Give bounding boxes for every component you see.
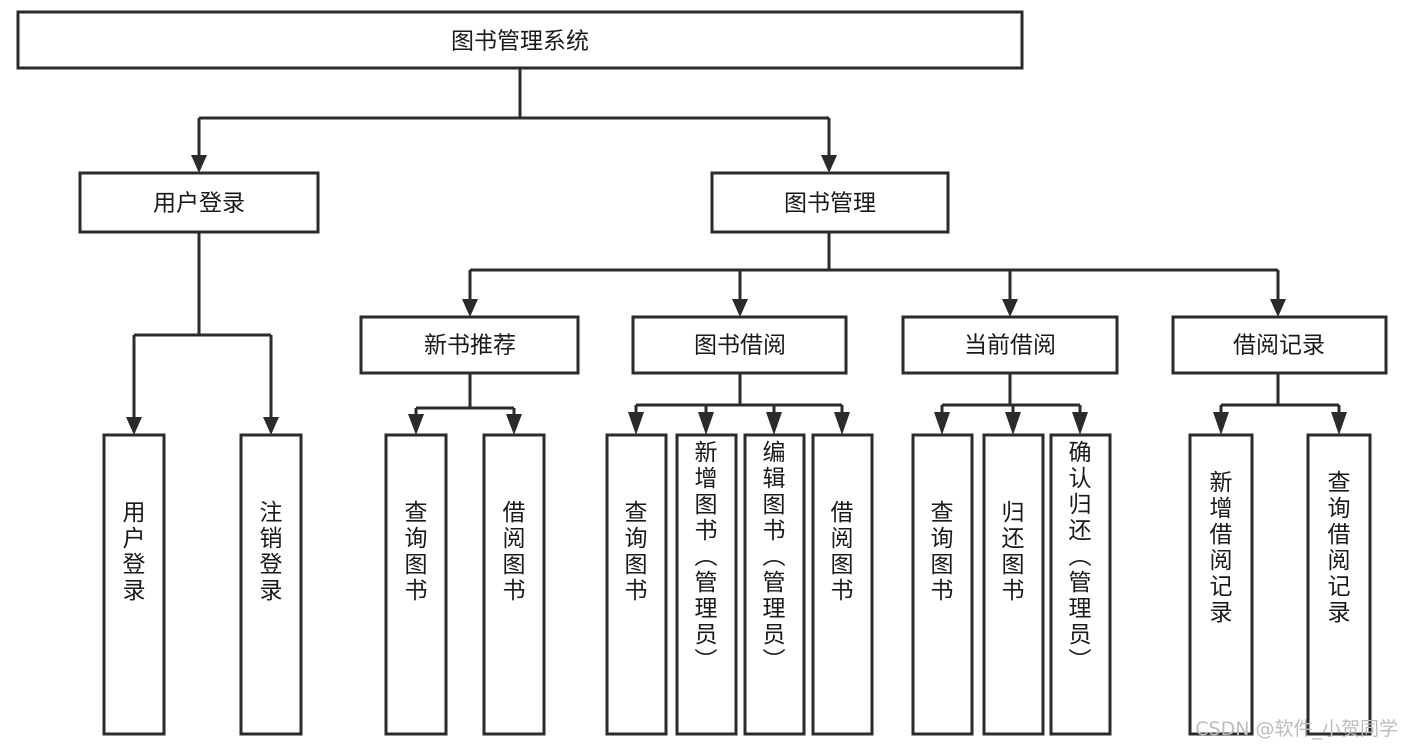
arrowhead-leaf-borrow-book-1 bbox=[506, 414, 522, 435]
node-book-manage[interactable]: 图书管理 bbox=[710, 171, 950, 234]
node-leaf-borrow-book-1-label: 借阅图书 bbox=[503, 500, 526, 604]
node-leaf-confirm-return-label: 确认归还︵管理员︶ bbox=[1069, 440, 1092, 674]
node-leaf-user-login-box[interactable] bbox=[102, 433, 166, 736]
node-leaf-user-logout-label: 注销登录 bbox=[260, 500, 283, 604]
node-book-manage-box[interactable] bbox=[710, 171, 950, 234]
node-current-borrow[interactable]: 当前借阅 bbox=[901, 315, 1119, 375]
node-leaf-return-book-label: 归还图书 bbox=[1002, 500, 1025, 604]
node-book-borrow-box[interactable] bbox=[631, 315, 848, 375]
arrowhead-leaf-query-book-3 bbox=[934, 412, 950, 435]
node-leaf-edit-book[interactable]: 编辑图书︵管理员︶ bbox=[743, 433, 806, 736]
node-leaf-add-book-label: 新增图书︵管理员︶ bbox=[695, 440, 718, 674]
node-new-book-recommend-label: 新书推荐 bbox=[424, 333, 516, 359]
node-leaf-user-logout[interactable]: 注销登录 bbox=[239, 433, 303, 736]
node-leaf-user-logout-box[interactable] bbox=[239, 433, 303, 736]
node-leaf-borrow-book-2[interactable]: 借阅图书 bbox=[811, 433, 874, 736]
node-borrow-record-label: 借阅记录 bbox=[1233, 333, 1325, 359]
node-leaf-query-book-1[interactable]: 查询图书 bbox=[384, 433, 448, 736]
node-leaf-add-record-label: 新增借阅记录 bbox=[1210, 470, 1233, 626]
node-leaf-query-book-3-label: 查询图书 bbox=[931, 500, 954, 604]
node-leaf-query-book-2[interactable]: 查询图书 bbox=[605, 433, 668, 736]
node-leaf-return-book[interactable]: 归还图书 bbox=[982, 433, 1045, 736]
arrowhead-leaf-add-book bbox=[698, 412, 714, 435]
arrowhead-leaf-borrow-book-2 bbox=[834, 412, 850, 435]
node-leaf-user-login-label: 用户登录 bbox=[123, 500, 146, 604]
node-user-login-box[interactable] bbox=[78, 171, 320, 234]
node-borrow-record-box[interactable] bbox=[1171, 315, 1388, 375]
arrowhead-leaf-query-book-1 bbox=[408, 414, 424, 435]
node-leaf-borrow-book-1[interactable]: 借阅图书 bbox=[482, 433, 546, 736]
node-leaf-query-book-3[interactable]: 查询图书 bbox=[911, 433, 974, 736]
arrowhead-leaf-query-book-2 bbox=[628, 412, 644, 435]
node-leaf-add-record[interactable]: 新增借阅记录 bbox=[1188, 433, 1254, 736]
node-root[interactable]: 图书管理系统 bbox=[16, 10, 1024, 70]
csdn-watermark: CSDN @软件_小贺同学 bbox=[1195, 718, 1398, 740]
arrowhead-leaf-user-logout bbox=[263, 417, 279, 435]
node-leaf-confirm-return-box[interactable] bbox=[1049, 433, 1112, 736]
arrowhead-leaf-user-login bbox=[126, 417, 142, 435]
node-leaf-return-book-box[interactable] bbox=[982, 433, 1045, 736]
node-leaf-add-record-box[interactable] bbox=[1188, 433, 1254, 736]
arrowhead-leaf-query-record bbox=[1331, 412, 1347, 435]
arrowhead-borrow-record bbox=[1270, 299, 1286, 317]
node-root-box[interactable] bbox=[16, 10, 1024, 70]
node-root-label: 图书管理系统 bbox=[451, 29, 589, 55]
node-leaf-edit-book-label: 编辑图书︵管理员︶ bbox=[763, 440, 786, 674]
arrowhead-new-book-recommend bbox=[462, 299, 478, 317]
arrowhead-leaf-add-record bbox=[1213, 412, 1229, 435]
node-user-login[interactable]: 用户登录 bbox=[78, 171, 320, 234]
node-leaf-query-book-3-box[interactable] bbox=[911, 433, 974, 736]
arrowhead-leaf-confirm-return bbox=[1072, 412, 1088, 435]
arrowhead-current-borrow bbox=[1002, 299, 1018, 317]
node-user-login-label: 用户登录 bbox=[153, 191, 245, 217]
node-leaf-query-book-2-label: 查询图书 bbox=[625, 500, 648, 604]
node-leaf-query-record-label: 查询借阅记录 bbox=[1328, 470, 1351, 626]
node-leaf-borrow-book-2-label: 借阅图书 bbox=[831, 500, 854, 604]
node-leaf-confirm-return[interactable]: 确认归还︵管理员︶ bbox=[1049, 433, 1112, 736]
arrowhead-leaf-edit-book bbox=[766, 412, 782, 435]
arrowhead-user-login bbox=[191, 155, 207, 173]
node-leaf-query-record[interactable]: 查询借阅记录 bbox=[1306, 433, 1372, 736]
node-current-borrow-box[interactable] bbox=[901, 315, 1119, 375]
node-borrow-record[interactable]: 借阅记录 bbox=[1171, 315, 1388, 375]
node-leaf-query-book-1-box[interactable] bbox=[384, 433, 448, 736]
node-leaf-borrow-book-2-box[interactable] bbox=[811, 433, 874, 736]
node-book-manage-label: 图书管理 bbox=[784, 191, 876, 217]
arrowhead-leaf-return-book bbox=[1005, 412, 1021, 435]
node-leaf-query-book-1-label: 查询图书 bbox=[405, 500, 428, 604]
node-leaf-user-login[interactable]: 用户登录 bbox=[102, 433, 166, 736]
connector-layer bbox=[126, 68, 1347, 435]
node-book-borrow-label: 图书借阅 bbox=[694, 333, 786, 359]
node-new-book-recommend-box[interactable] bbox=[359, 315, 580, 375]
arrowhead-book-borrow bbox=[732, 299, 748, 317]
node-leaf-borrow-book-1-box[interactable] bbox=[482, 433, 546, 736]
node-new-book-recommend[interactable]: 新书推荐 bbox=[359, 315, 580, 375]
arrowhead-book-manage bbox=[821, 155, 837, 173]
node-book-borrow[interactable]: 图书借阅 bbox=[631, 315, 848, 375]
node-leaf-edit-book-box[interactable] bbox=[743, 433, 806, 736]
node-leaf-query-record-box[interactable] bbox=[1306, 433, 1372, 736]
node-leaf-query-book-2-box[interactable] bbox=[605, 433, 668, 736]
node-current-borrow-label: 当前借阅 bbox=[964, 333, 1056, 359]
node-leaf-add-book-box[interactable] bbox=[675, 433, 738, 736]
node-leaf-add-book[interactable]: 新增图书︵管理员︶ bbox=[675, 433, 738, 736]
